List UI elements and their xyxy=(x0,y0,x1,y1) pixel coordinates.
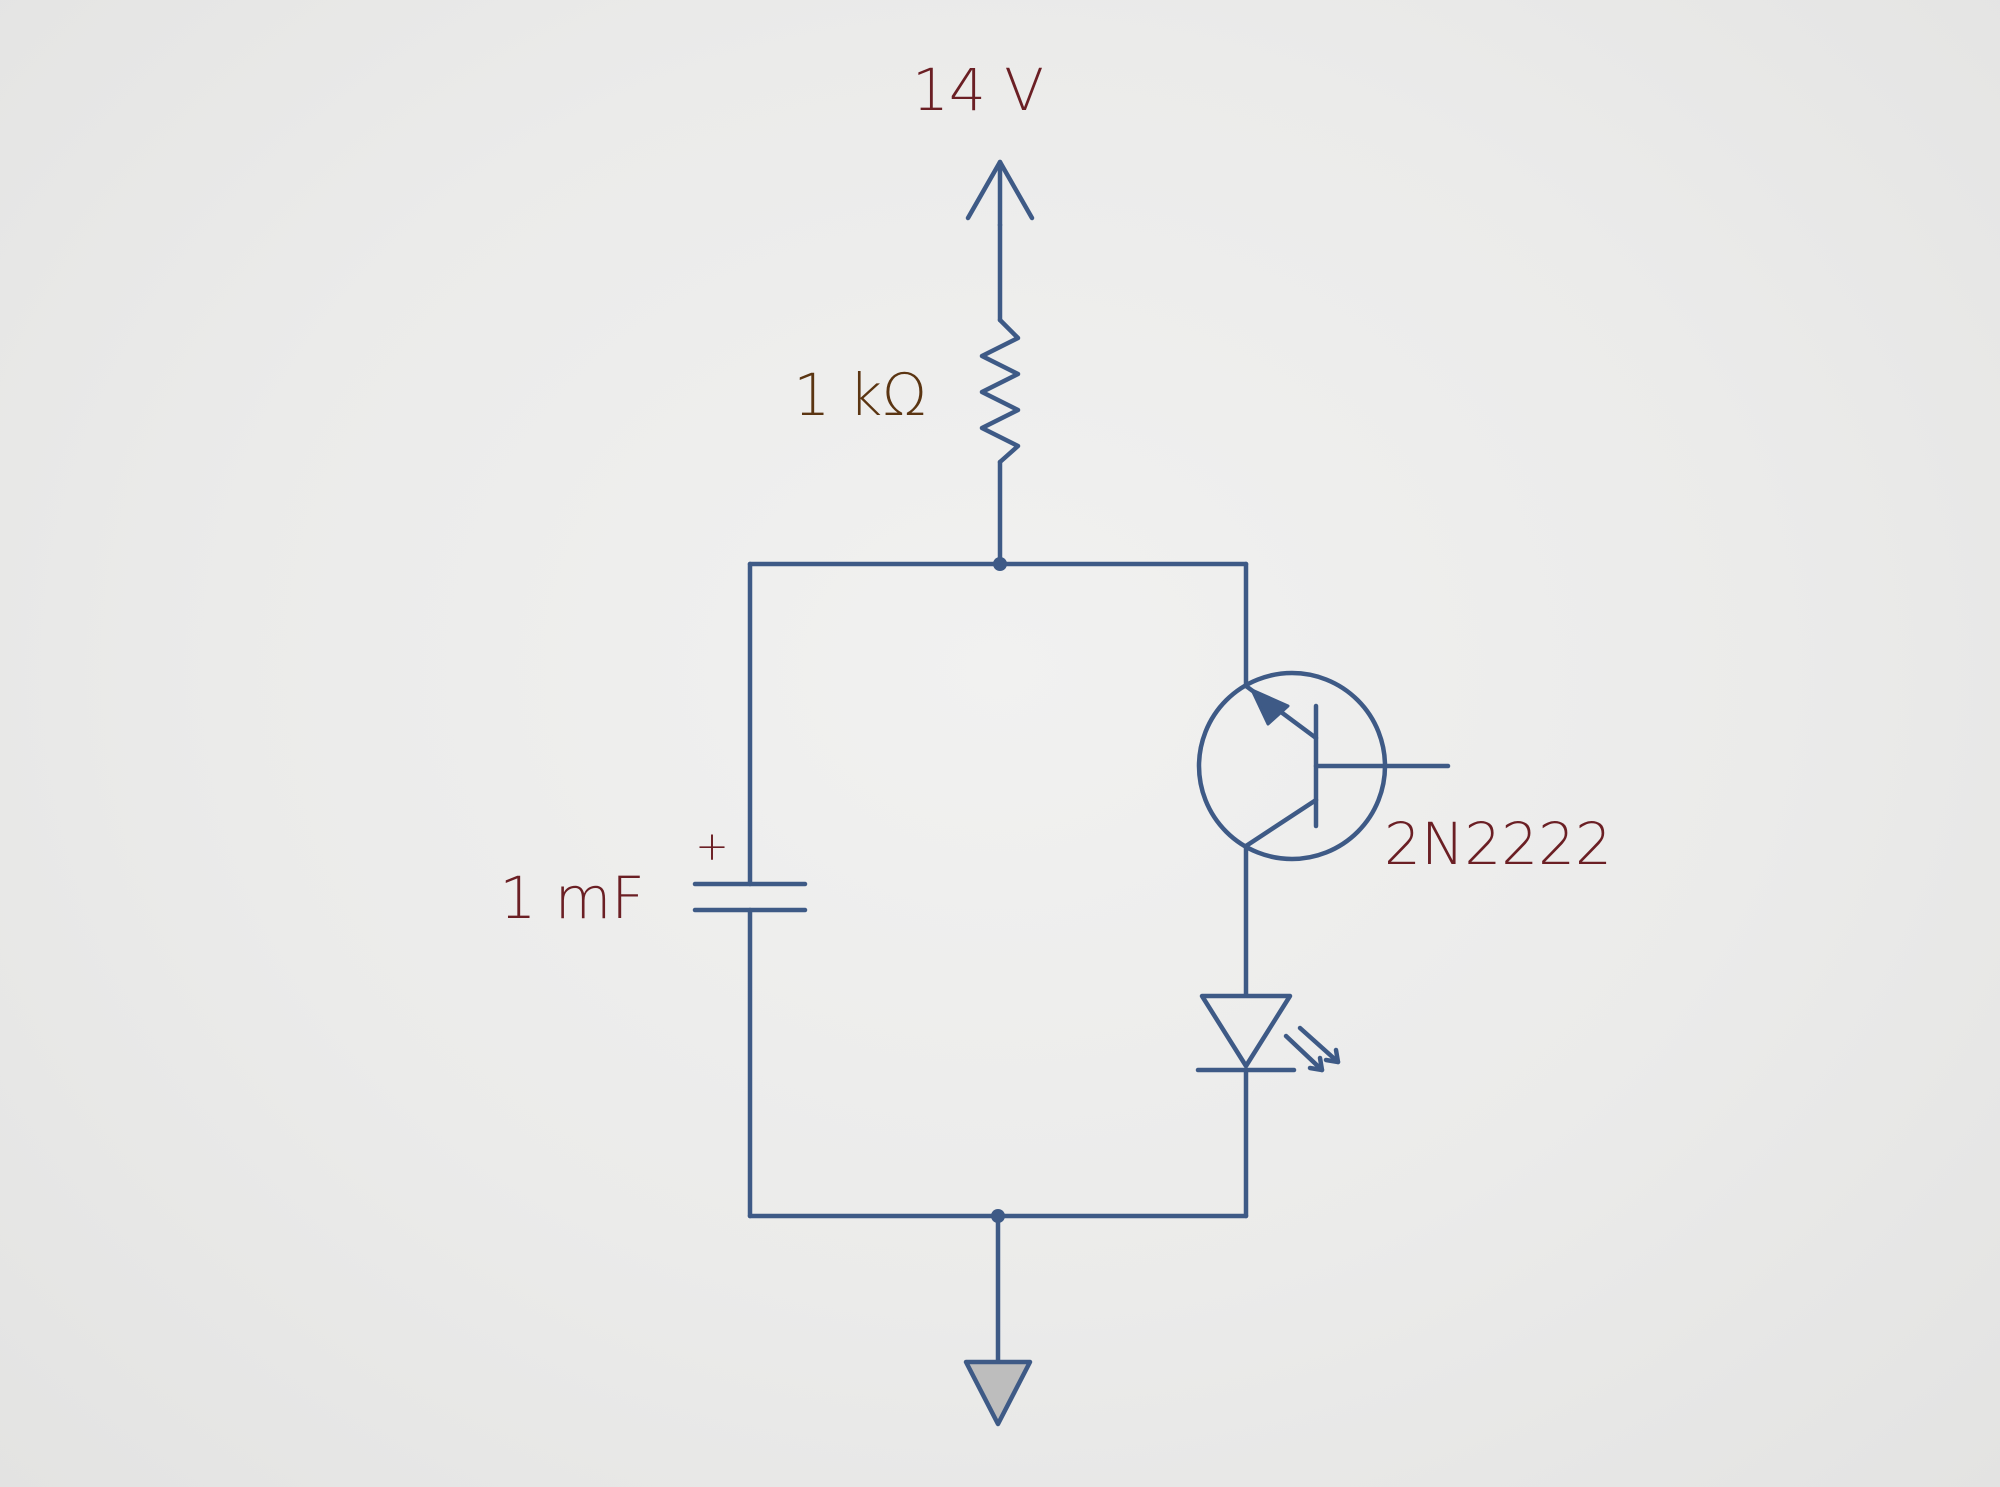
capacitor-polarity-label: + xyxy=(695,824,729,870)
resistor-symbol xyxy=(979,317,1021,465)
supply-voltage-label: 14 V xyxy=(912,56,1044,124)
ground-icon xyxy=(963,1359,1033,1427)
resistor-label: 1 kΩ xyxy=(793,361,926,429)
led-symbol xyxy=(1195,993,1297,1073)
light-emission-icon xyxy=(1283,1025,1341,1073)
top-junction-dot xyxy=(993,557,1007,571)
capacitor-label: 1 mF xyxy=(499,864,644,932)
transistor-label: 2N2222 xyxy=(1384,810,1612,878)
transistor-symbol xyxy=(1196,670,1451,862)
supply-arrow-icon xyxy=(965,159,1035,228)
